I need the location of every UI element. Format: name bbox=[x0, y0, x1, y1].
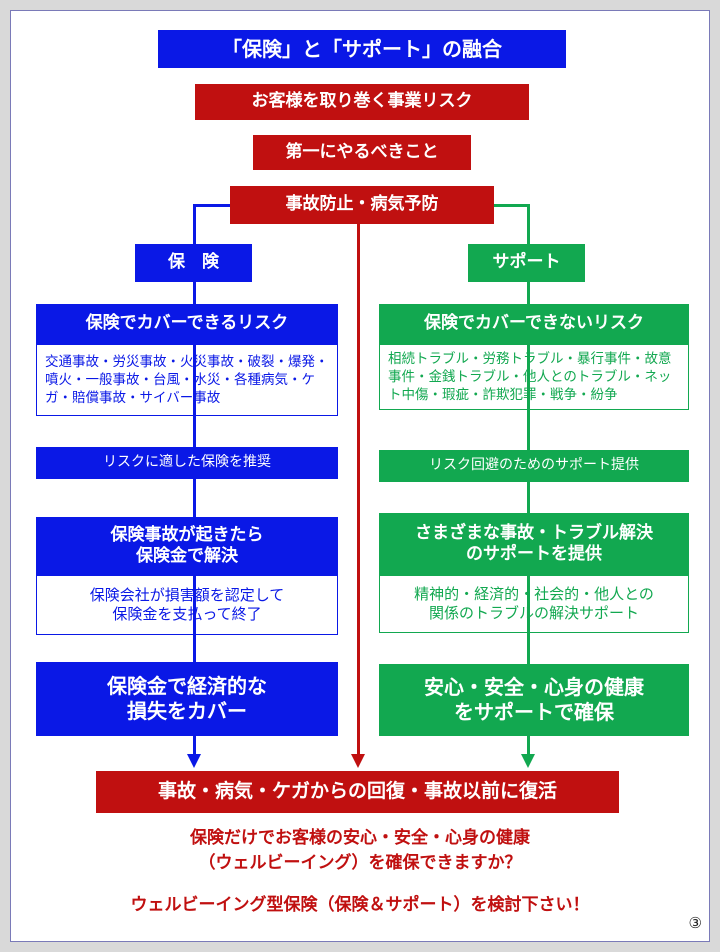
support-result-text: 安心・安全・心身の健康 をサポートで確保 bbox=[424, 675, 644, 724]
support-provide-box: リスク回避のためのサポート提供 bbox=[379, 450, 689, 482]
insurance-recommend-box: リスクに適した保険を推奨 bbox=[36, 447, 338, 479]
insurance-coverable-title-box: 保険でカバーできるリスク bbox=[36, 304, 338, 344]
recovery-text: 事故・病気・ケガからの回復・事故以前に復活 bbox=[157, 780, 557, 803]
title-box: 「保険」と「サポート」の融合 bbox=[158, 30, 566, 68]
insurance-claim-detail-box: 保険会社が損害額を認定して 保険金を支払って終了 bbox=[36, 575, 338, 635]
risk-header-box: お客様を取り巻く事業リスク bbox=[195, 84, 529, 120]
support-noncoverable-title-box: 保険でカバーできないリスク bbox=[379, 304, 689, 344]
recovery-box: 事故・病気・ケガからの回復・事故以前に復活 bbox=[96, 771, 619, 813]
connector-top-left-horizontal bbox=[193, 204, 230, 207]
insurance-coverable-list: 交通事故・労災事故・火災事故・破裂・爆発・噴火・一般事故・台風・水災・各種病気・… bbox=[45, 353, 329, 407]
support-noncoverable-list: 相続トラブル・労務トラブル・暴行事件・故意事件・金銭トラブル・他人とのトラブル・… bbox=[388, 350, 672, 404]
support-noncoverable-list-box: 相続トラブル・労務トラブル・暴行事件・故意事件・金銭トラブル・他人とのトラブル・… bbox=[379, 344, 689, 410]
insurance-coverable-title: 保険でカバーできるリスク bbox=[85, 313, 289, 334]
first-todo-text: 第一にやるべきこと bbox=[285, 141, 439, 162]
connector-center-vertical bbox=[357, 224, 360, 756]
support-provide-text: リスク回避のためのサポート提供 bbox=[429, 457, 639, 474]
insurance-claim-title: 保険事故が起きたら 保険金で解決 bbox=[110, 524, 264, 566]
insurance-claim-title-box: 保険事故が起きたら 保険金で解決 bbox=[36, 517, 338, 575]
support-noncoverable-title: 保険でカバーできないリスク bbox=[424, 313, 644, 334]
page-number: ③ bbox=[688, 914, 702, 932]
arrow-right-down bbox=[521, 754, 535, 768]
support-solve-detail: 精神的・経済的・社会的・他人との 関係のトラブルの解決サポート bbox=[414, 585, 654, 622]
question-text: 保険だけでお客様の安心・安全・心身の健康 （ウェルビーイング）を確保できますか？ bbox=[190, 828, 530, 873]
prevention-text: 事故防止・病気予防 bbox=[285, 194, 439, 215]
connector-left-vertical-upper bbox=[193, 204, 196, 244]
insurance-claim-detail: 保険会社が損害額を認定して 保険金を支払って終了 bbox=[89, 586, 285, 623]
insurance-result-box: 保険金で経済的な 損失をカバー bbox=[36, 662, 338, 736]
call-to-action-text: ウェルビーイング型保険（保険＆サポート）を検討下さい！ bbox=[130, 895, 590, 915]
prevention-box: 事故防止・病気予防 bbox=[230, 186, 494, 224]
insurance-label: 保 険 bbox=[168, 252, 219, 273]
connector-right-vertical-upper bbox=[527, 204, 530, 244]
insurance-label-box: 保 険 bbox=[135, 244, 252, 282]
first-todo-box: 第一にやるべきこと bbox=[253, 135, 471, 170]
support-solve-detail-box: 精神的・経済的・社会的・他人との 関係のトラブルの解決サポート bbox=[379, 575, 689, 633]
support-result-box: 安心・安全・心身の健康 をサポートで確保 bbox=[379, 664, 689, 736]
risk-header-text: お客様を取り巻く事業リスク bbox=[251, 91, 473, 112]
insurance-coverable-list-box: 交通事故・労災事故・火災事故・破裂・爆発・噴火・一般事故・台風・水災・各種病気・… bbox=[36, 344, 338, 416]
insurance-result-text: 保険金で経済的な 損失をカバー bbox=[107, 674, 267, 723]
support-solve-title-box: さまざまな事故・トラブル解決 のサポートを提供 bbox=[379, 513, 689, 575]
support-label-box: サポート bbox=[468, 244, 585, 282]
support-solve-title: さまざまな事故・トラブル解決 のサポートを提供 bbox=[415, 522, 653, 564]
arrow-left-down bbox=[187, 754, 201, 768]
connector-top-right-horizontal bbox=[494, 204, 530, 207]
support-label: サポート bbox=[492, 252, 561, 273]
insurance-recommend-text: リスクに適した保険を推奨 bbox=[103, 454, 271, 471]
arrow-center-down bbox=[351, 754, 365, 768]
page-title: 「保険」と「サポート」の融合 bbox=[222, 36, 502, 61]
